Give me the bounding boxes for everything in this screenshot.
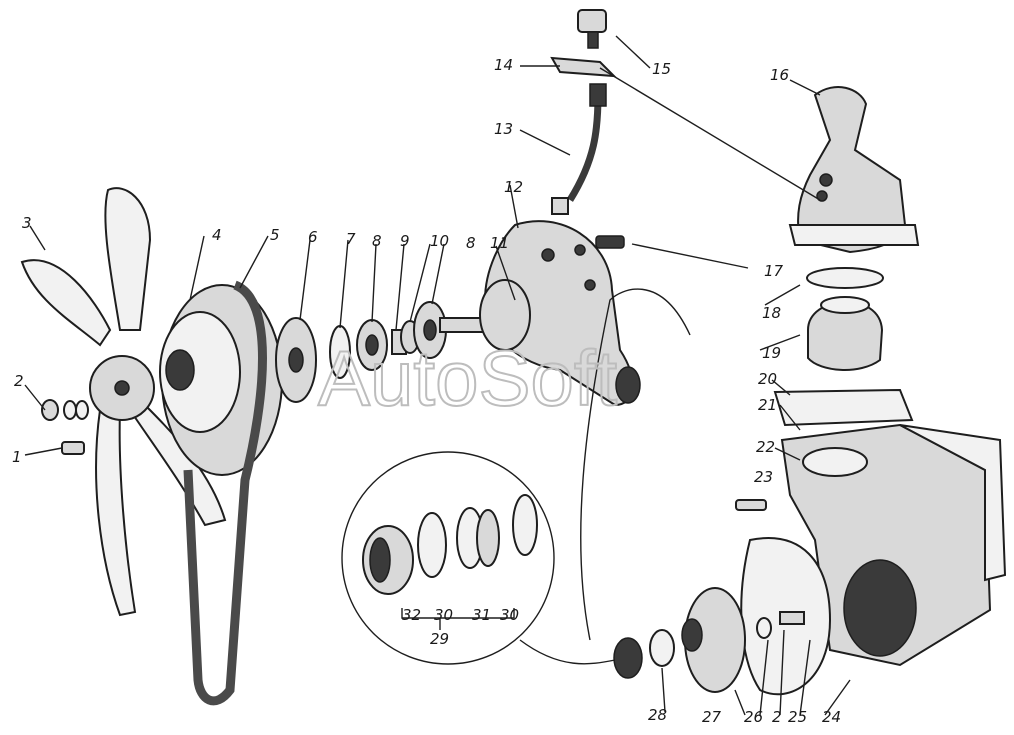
callout-23: 23 <box>754 468 773 486</box>
callout-25: 25 <box>788 708 807 726</box>
seal-29 <box>613 637 643 679</box>
washer-2 <box>41 399 89 421</box>
washer-28 <box>649 629 675 667</box>
hub <box>275 317 317 403</box>
thermostat-19 <box>807 296 884 371</box>
callout-5: 5 <box>270 226 280 244</box>
callout-14: 14 <box>494 56 513 74</box>
hose-13 <box>551 83 607 215</box>
pump-housing <box>479 220 641 407</box>
callout-29: 29 <box>430 630 449 648</box>
callout-21: 21 <box>758 396 777 414</box>
callout-2: 2 <box>14 372 24 390</box>
callout-18: 18 <box>762 304 781 322</box>
callout-20: 20 <box>758 370 777 388</box>
callout-6: 6 <box>308 228 318 246</box>
callout-13: 13 <box>494 120 513 138</box>
outlet-elbow <box>788 86 920 254</box>
bolt-1 <box>61 441 85 455</box>
callout-11: 11 <box>490 234 509 252</box>
impeller-27 <box>681 587 746 693</box>
fan <box>20 187 227 617</box>
stud-23 <box>735 499 767 511</box>
callout-10: 10 <box>430 232 449 250</box>
washer-26 <box>756 617 772 639</box>
callout-17: 17 <box>764 262 784 280</box>
callout-2b: 2 <box>772 708 782 726</box>
plug-15 <box>577 9 607 49</box>
callout-15: 15 <box>652 60 671 78</box>
callout-30b: 30 <box>500 606 519 624</box>
callout-9: 9 <box>400 232 410 250</box>
detail-inset <box>341 288 691 665</box>
callout-4: 4 <box>212 226 222 244</box>
gasket-18 <box>806 267 884 289</box>
callout-24: 24 <box>822 708 841 726</box>
callout-22: 22 <box>756 438 775 456</box>
callout-16: 16 <box>770 66 789 84</box>
pump-body <box>780 423 1007 667</box>
callout-26: 26 <box>744 708 763 726</box>
callout-28: 28 <box>648 706 667 724</box>
callout-30a: 30 <box>434 606 453 624</box>
leader-lines <box>24 35 851 716</box>
callout-31: 31 <box>472 606 491 624</box>
callout-8a: 8 <box>372 232 382 250</box>
clamp-14 <box>550 56 617 78</box>
stud-17 <box>595 235 625 249</box>
gasket-20 <box>773 388 914 427</box>
callout-8b: 8 <box>466 234 476 252</box>
callout-7: 7 <box>346 230 356 248</box>
fan-belt <box>183 280 267 706</box>
watermark: AutoSoft <box>318 334 618 422</box>
callout-3: 3 <box>22 214 32 232</box>
callout-32: 32 <box>402 606 421 624</box>
callout-27: 27 <box>702 708 722 726</box>
bolt-2b <box>779 611 805 625</box>
callout-labels: 3 2 1 4 5 6 7 8 9 10 8 11 12 13 14 15 16… <box>12 56 841 726</box>
callout-19: 19 <box>762 344 781 362</box>
callout-1: 1 <box>12 448 22 466</box>
callout-12: 12 <box>504 178 523 196</box>
